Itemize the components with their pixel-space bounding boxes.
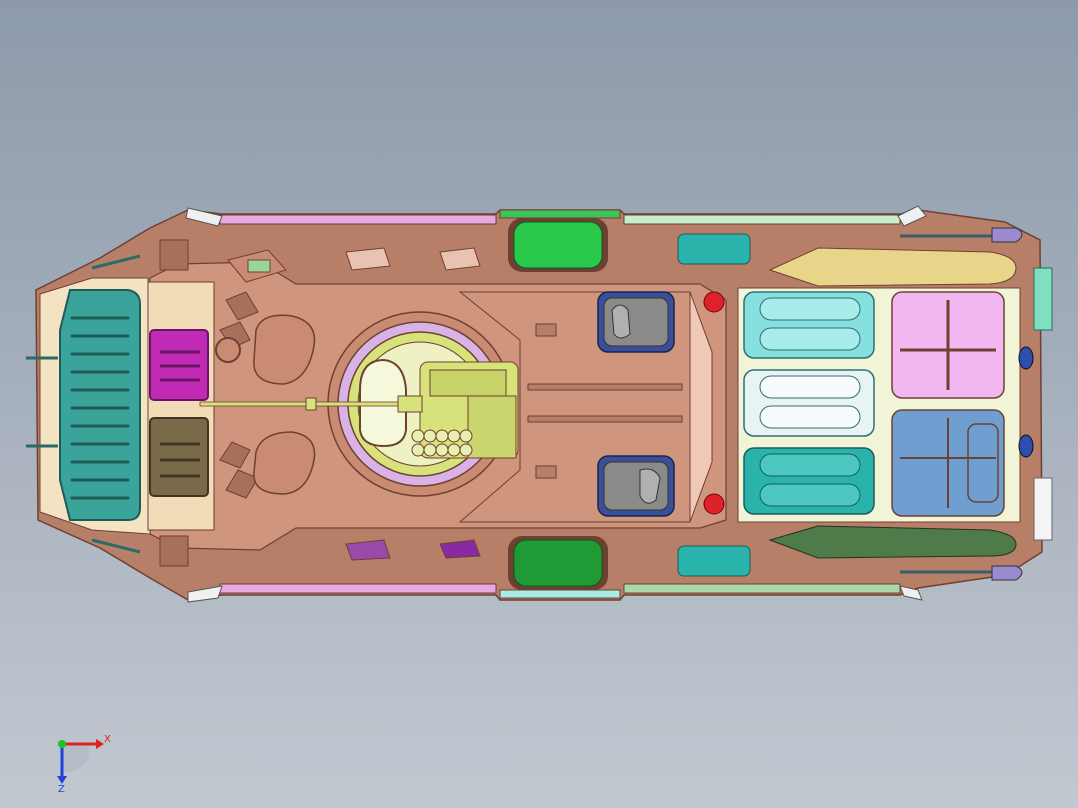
main-gun-barrel: [199, 395, 423, 413]
rear-port-bottom: [1018, 434, 1034, 458]
gray-hatch-bottom[interactable]: [597, 455, 675, 517]
shovel-tool-bottom: [900, 565, 1023, 581]
y-axis-dot: [58, 740, 66, 748]
commander-sight: [215, 337, 241, 363]
side-door-top[interactable]: [508, 218, 608, 272]
triad-shading: [62, 744, 90, 772]
ammo-rounds: [411, 429, 473, 457]
teal-box-bottom: [677, 545, 751, 577]
x-axis-arrowhead: [96, 739, 104, 749]
z-axis-label: Z: [58, 784, 65, 795]
warning-light-bottom: [703, 493, 725, 515]
rail-cyan-bottom: [499, 589, 621, 599]
warning-light-top: [703, 291, 725, 313]
rail-lightgreen-top-right: [623, 214, 901, 225]
z-axis-arrowhead: [57, 776, 67, 784]
left-blob-hatch-top: [253, 314, 316, 385]
x-axis-label: X: [104, 734, 111, 745]
cylinder-yellow: [768, 247, 1017, 287]
teal-box-top: [677, 233, 751, 265]
left-blob-hatch-bottom: [253, 431, 316, 495]
corner-plate-top-right: [897, 205, 927, 227]
shovel-tool-top: [900, 227, 1023, 243]
storage-pods: [743, 291, 875, 515]
front-windshield-hatch[interactable]: [59, 289, 141, 521]
corner-plate-top-left: [185, 207, 223, 227]
hull-side-windows: [247, 247, 481, 561]
engine-grille-slots: [527, 323, 683, 479]
corner-plate-bottom-left: [187, 585, 223, 603]
rear-pink-panel: [891, 291, 1005, 399]
rear-port-top: [1018, 346, 1034, 370]
vehicle-top-view-model[interactable]: [26, 205, 1053, 603]
engine-deck-ramp: [689, 291, 713, 523]
rear-light-top: [1033, 267, 1053, 331]
corner-plate-bottom-right: [899, 585, 923, 601]
rail-green-top: [499, 209, 621, 219]
orientation-triad: X Z: [57, 734, 111, 795]
rear-blue-panel: [891, 409, 1005, 517]
rail-lightgreen-bottom-right: [623, 583, 901, 594]
cylinder-green: [768, 525, 1017, 559]
side-door-bottom[interactable]: [508, 536, 608, 590]
magenta-hatch[interactable]: [149, 329, 209, 401]
olive-hatch[interactable]: [149, 417, 209, 497]
rear-light-bottom: [1033, 477, 1053, 541]
rail-pink-bottom-left: [219, 583, 497, 594]
rail-pink-top-left: [219, 214, 497, 225]
front-mirror-rods: [26, 254, 141, 554]
gray-hatch-top[interactable]: [597, 291, 675, 353]
